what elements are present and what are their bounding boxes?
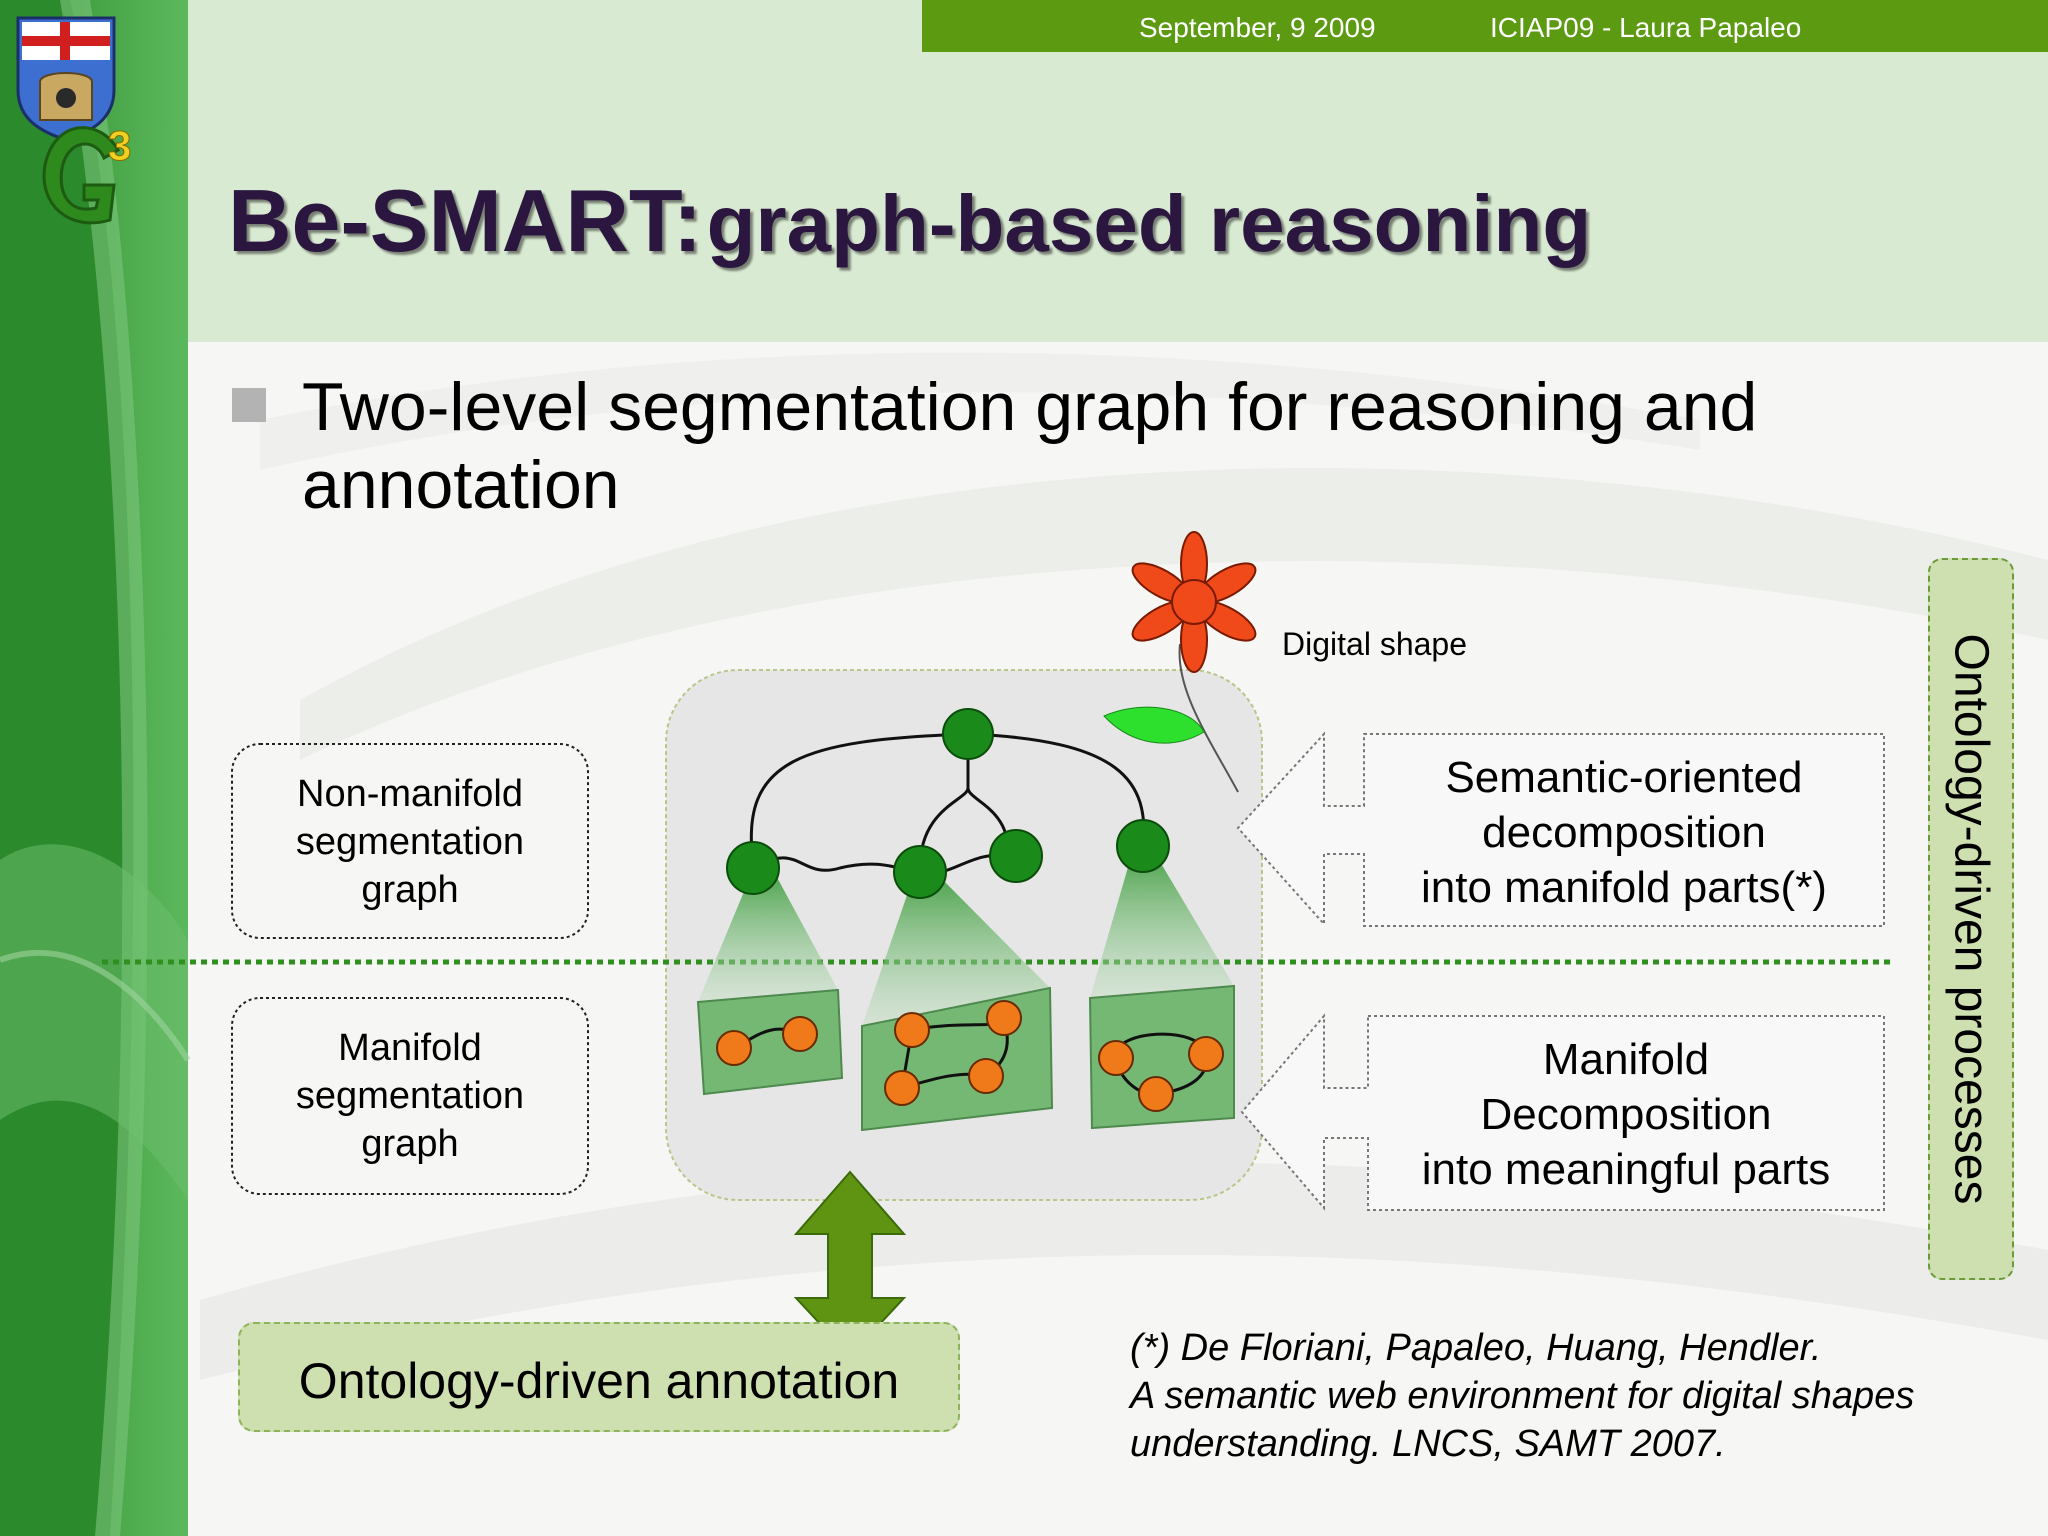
reference-line: (*) De Floriani, Papaleo, Huang, Hendler…: [1130, 1327, 1822, 1369]
title-main: Be-SMART:: [228, 171, 703, 270]
header-date: September, 9 2009: [1139, 12, 1376, 43]
non-manifold-graph-label: Non-manifold segmentation graph: [232, 770, 588, 914]
bullet-text: Two-level segmentation graph for reasoni…: [302, 368, 1902, 524]
ontology-annotation-label: Ontology-driven annotation: [298, 1353, 900, 1409]
header-author: ICIAP09 - Laura Papaleo: [1490, 12, 1802, 43]
label-line: Manifold: [338, 1027, 482, 1069]
label-line: Non-manifold: [297, 773, 523, 815]
reference-line: understanding. LNCS, SAMT 2007.: [1130, 1423, 1726, 1465]
label-line: Manifold: [1542, 1035, 1710, 1084]
semantic-decomposition-label: Semantic-oriented decomposition into man…: [1364, 750, 1884, 915]
title-sub: graph-based reasoning: [706, 179, 1592, 268]
bullet-line-1: Two-level segmentation graph for reasoni…: [302, 369, 1758, 445]
flower-icon: [1131, 531, 1257, 673]
ontology-processes-box: Ontology-driven processes: [1928, 558, 2014, 1280]
label-line: graph: [361, 1123, 459, 1165]
svg-text:3: 3: [108, 122, 131, 169]
digital-shape-label: Digital shape: [1282, 626, 1467, 662]
bullet-square-icon: [232, 388, 266, 422]
reference-line: A semantic web environment for digital s…: [1130, 1375, 1915, 1417]
label-line: segmentation: [295, 1075, 525, 1117]
label-line: Semantic-oriented: [1445, 753, 1803, 802]
bullet-line-2: annotation: [302, 447, 620, 523]
label-line: decomposition: [1482, 808, 1766, 857]
label-line: graph: [361, 869, 459, 911]
label-line: into meaningful parts: [1421, 1145, 1831, 1194]
reference-citation: (*) De Floriani, Papaleo, Huang, Hendler…: [1130, 1324, 2010, 1468]
ontology-annotation-box: Ontology-driven annotation: [238, 1322, 960, 1432]
label-line: into manifold parts(*): [1421, 863, 1827, 912]
university-crest-logo: [16, 16, 116, 142]
manifold-graph-label: Manifold segmentation graph: [232, 1024, 588, 1168]
page-title: Be-SMART: graph-based reasoning: [228, 170, 1591, 272]
label-line: Decomposition: [1480, 1090, 1772, 1139]
g3-logo: 3: [42, 122, 132, 225]
label-line: segmentation: [295, 821, 525, 863]
leaf-icon: [1103, 706, 1205, 744]
manifold-decomposition-label: Manifold Decomposition into meaningful p…: [1368, 1032, 1884, 1197]
ontology-processes-label: Ontology-driven processes: [1944, 633, 1998, 1205]
